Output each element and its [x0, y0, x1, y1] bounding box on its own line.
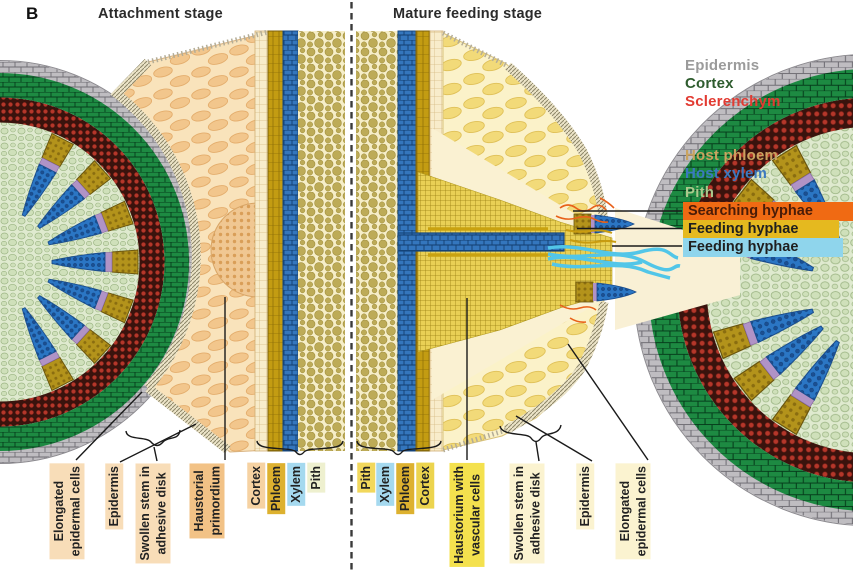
feeding-hyphae-phloem: [565, 229, 617, 244]
legend-host-phloem: Host phloem: [685, 147, 779, 164]
legend-searching-hyphae: Searching hyphae: [683, 202, 853, 221]
feeding-hyphae-xylem: [547, 245, 681, 280]
label-swollen-stem-right: Swollen stem in adhesive disk: [510, 463, 545, 564]
label-elongated-epidermal-cells-right: Elongated epidermal cells: [616, 463, 651, 560]
legend-host-xylem: Host xylem: [685, 165, 768, 182]
legend-cortex: Cortex: [685, 75, 734, 92]
legend-feeding-hyphae-xylem: Feeding hyphae: [683, 238, 843, 257]
label-pith-right: Pith: [357, 463, 376, 493]
label-phloem-right: Phloem: [396, 463, 415, 515]
parasite-pith-left: [298, 31, 345, 451]
legend-epidermis: Epidermis: [685, 57, 760, 74]
label-haustorium-vascular-cells: Haustorium with vascular cells: [450, 463, 485, 567]
legend-sclerenchym: Sclerenchym: [685, 93, 781, 110]
right-panel-title: Mature feeding stage: [393, 6, 543, 22]
label-cortex-right: Cortex: [416, 463, 435, 509]
label-elongated-epidermal-cells-left: Elongated epidermal cells: [50, 463, 85, 560]
parasite-attachment-stage: [110, 29, 345, 454]
parasite-pith-right: [356, 31, 398, 451]
host-cortex-left: [0, 72, 190, 452]
label-xylem-left: Xylem: [287, 463, 306, 506]
leader-lines: [75, 210, 682, 463]
legend-pith: Pith: [685, 184, 715, 201]
parasite-phloem-left: [267, 30, 284, 452]
haustorium-xylem-bridge: [397, 232, 565, 252]
panel-letter: B: [26, 4, 39, 23]
label-epidermis-right: Epidermis: [576, 463, 595, 530]
parasite-xylem-left: [282, 30, 299, 452]
label-xylem-right: Xylem: [376, 463, 395, 506]
label-haustorial-primordium: Haustorial primordium: [190, 463, 225, 539]
label-swollen-stem-left: Swollen stem in adhesive disk: [136, 463, 171, 564]
legend-feeding-hyphae-phloem: Feeding hyphae: [683, 220, 839, 239]
host-sclerenchym-left: [0, 97, 165, 427]
label-phloem-left: Phloem: [267, 463, 286, 515]
parasite-cortex-column-left: [254, 30, 269, 452]
label-pith-left: Pith: [307, 463, 326, 493]
elongated-epidermal-band-left: [110, 58, 201, 391]
label-cortex-left: Cortex: [247, 463, 266, 509]
left-panel-title: Attachment stage: [98, 6, 223, 22]
label-epidermis-left: Epidermis: [105, 463, 124, 530]
haustorial-primordium: [210, 202, 259, 298]
